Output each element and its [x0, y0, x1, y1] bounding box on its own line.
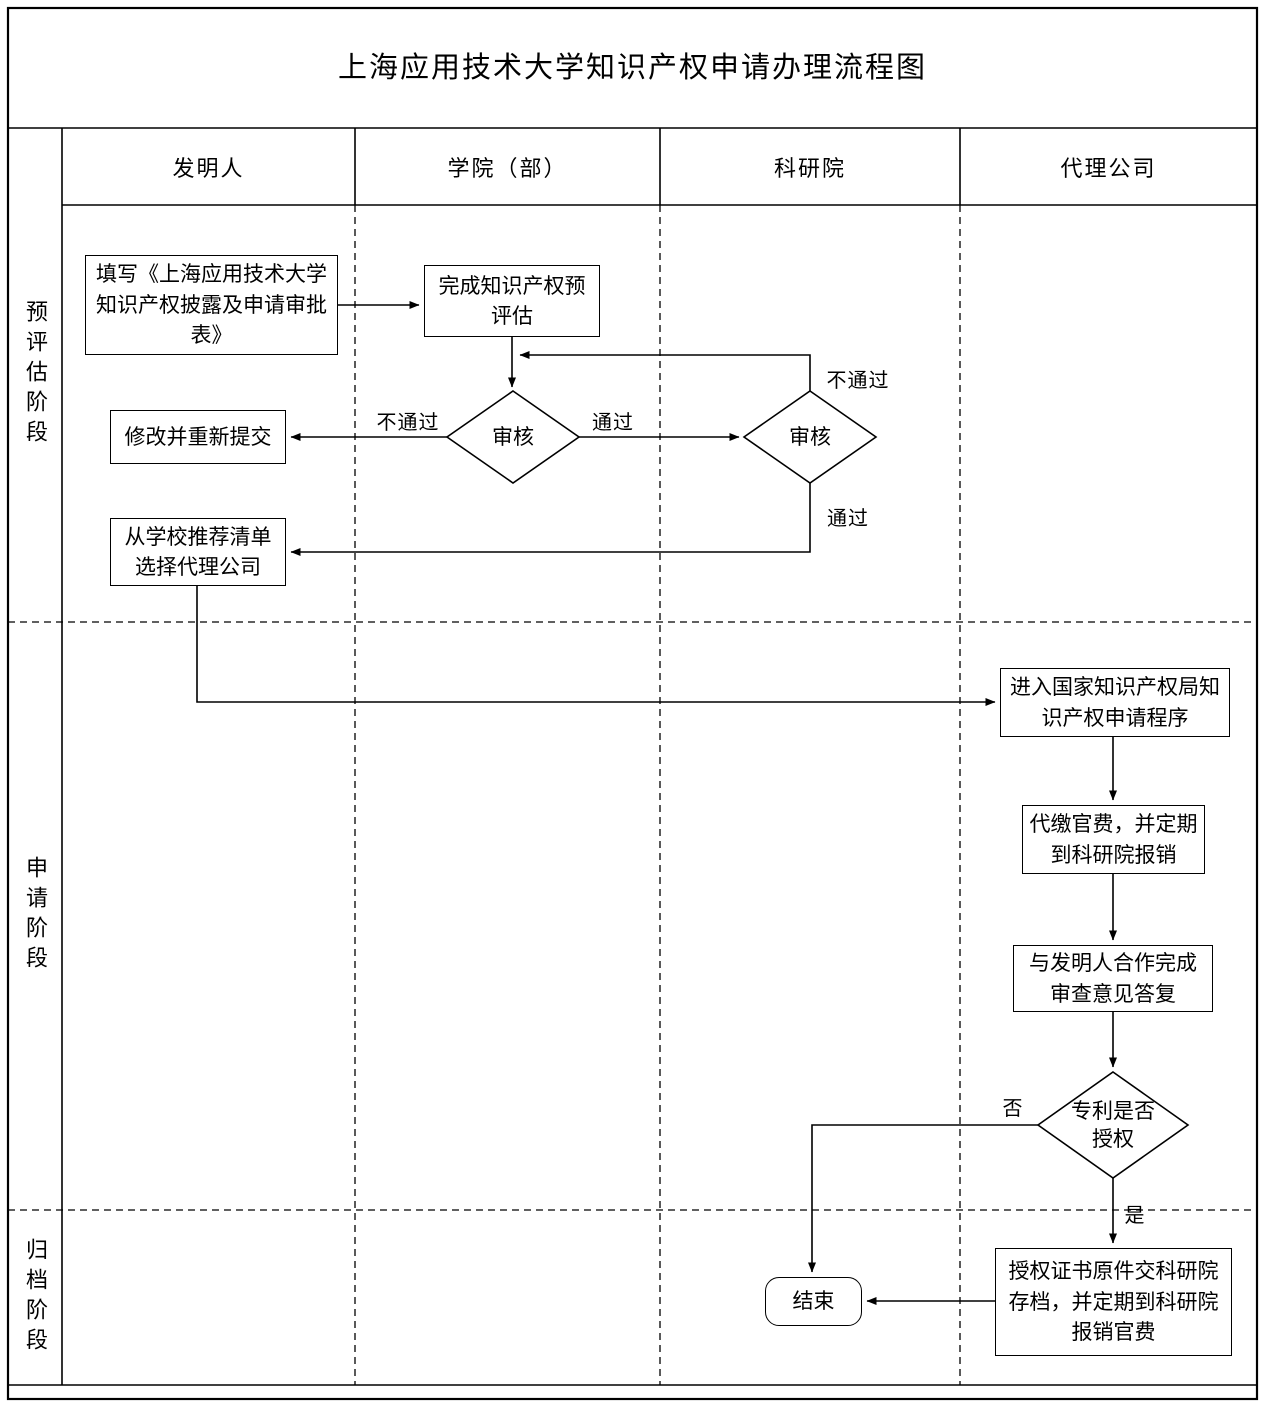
outer-border: [6, 6, 1259, 1401]
lane-header-inventor: 发明人: [62, 128, 355, 205]
decision-shapes: [445, 390, 1190, 1179]
lane-header-inventor-label: 发明人: [172, 155, 245, 181]
process-enter-procedure: 进入国家知识产权局知识产权申请程序: [1000, 668, 1230, 737]
edge-label-review1-fail: 不通过: [376, 412, 440, 434]
edge-review2-fail-feedback: [519, 351, 811, 391]
edge-label-review2-fail: 不通过: [826, 370, 890, 392]
phase-label-archiving: 归档阶段: [23, 1237, 48, 1358]
page-title: 上海应用技术大学知识产权申请办理流程图: [337, 52, 927, 84]
lane-header-agency-label: 代理公司: [1060, 155, 1157, 181]
process-cooperate-reply: 与发明人合作完成审查意见答复: [1013, 945, 1213, 1012]
phase-cell-archiving: 归档阶段: [8, 1210, 62, 1385]
terminator-end: 结束: [765, 1277, 862, 1326]
lane-header-institute: 科研院: [660, 128, 960, 205]
lane-header-agency: 代理公司: [960, 128, 1257, 205]
edge-agency-to-procedure: [196, 586, 996, 706]
grid-lines: [6, 6, 1259, 1401]
connectors: [196, 301, 1117, 1305]
process-archive-certificate: 授权证书原件交科研院存档，并定期到科研院报销官费: [995, 1248, 1232, 1356]
edge-label-decision-yes: 是: [1124, 1205, 1146, 1227]
lane-header-college-label: 学院（部）: [447, 155, 568, 181]
process-select-agency: 从学校推荐清单选择代理公司: [110, 518, 286, 586]
process-pre-evaluation: 完成知识产权预评估: [424, 265, 600, 337]
lane-header-college: 学院（部）: [355, 128, 660, 205]
edge-decision-no-to-end: [808, 1124, 1038, 1273]
edge-review2-pass: [290, 483, 811, 556]
process-pay-fees: 代缴官费，并定期到科研院报销: [1022, 805, 1205, 874]
lane-header-institute-label: 科研院: [773, 155, 846, 181]
phase-label-preevaluation: 预评估阶段: [23, 300, 48, 450]
decision-patent-granted-shape: [1036, 1071, 1190, 1179]
edge-label-review1-pass: 通过: [592, 412, 634, 434]
process-modify-resubmit: 修改并重新提交: [110, 410, 286, 464]
edge-label-decision-no: 否: [1002, 1098, 1024, 1120]
edge-label-review2-pass: 通过: [827, 508, 869, 530]
decision-patent-granted-label: 专利是否授权: [1071, 1098, 1155, 1151]
decision-review-college-shape: [445, 390, 581, 484]
phase-label-application: 申请阶段: [23, 856, 48, 976]
process-fill-form: 填写《上海应用技术大学知识产权披露及申请审批表》: [85, 255, 338, 355]
phase-cell-application: 申请阶段: [8, 622, 62, 1210]
phase-cell-preevaluation: 预评估阶段: [8, 128, 62, 622]
decision-review-institute-shape: [742, 390, 878, 484]
decision-review-institute-label: 审核: [789, 424, 831, 449]
decision-review-college-label: 审核: [492, 424, 534, 449]
